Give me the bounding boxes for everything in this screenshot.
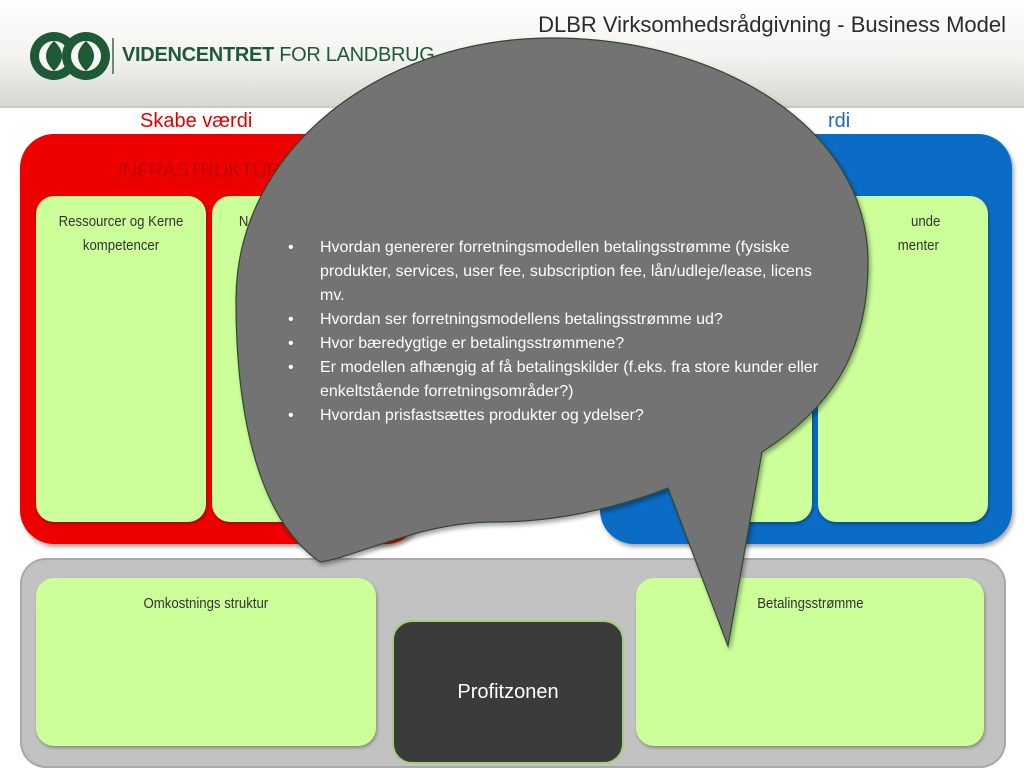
customer-segments-box: unde menter <box>818 196 988 522</box>
profit-zone-box: Profitzonen <box>392 620 624 764</box>
cost-structure-box: Omkostnings struktur <box>36 578 376 746</box>
bubble-item: Hvordan ser forretningsmodellens betalin… <box>280 308 840 332</box>
infrastructure-heading: INFRASTRUKTUR <box>118 160 281 182</box>
logo-separator <box>112 38 114 74</box>
logo-wordmark: VIDENCENTRET FOR LANDBRUG <box>122 44 435 66</box>
bubble-item: Er modellen afhængig af få betalingskild… <box>280 356 840 404</box>
bubble-item: Hvordan prisfastsættes produkter og ydel… <box>280 404 840 428</box>
label-create-value: Skabe værdi <box>140 110 253 132</box>
slide-header: VIDENCENTRET FOR LANDBRUG DLBR Virksomhe… <box>0 0 1024 108</box>
slide-title: DLBR Virksomhedsrådgivning - Business Mo… <box>538 12 1006 37</box>
revenue-streams-box: Betalingsstrømme <box>636 578 984 746</box>
bubble-item: Hvor bæredygtige er betalingsstrømmene? <box>280 332 840 356</box>
bubble-question-list: Hvordan genererer forretningsmodellen be… <box>280 236 840 428</box>
label-deliver-value: rdi <box>828 110 851 132</box>
landbrug-logo-icon <box>30 32 110 80</box>
bubble-item: Hvordan genererer forretningsmodellen be… <box>280 236 840 308</box>
resources-box: Ressourcer og Kerne kompetencer <box>36 196 206 522</box>
